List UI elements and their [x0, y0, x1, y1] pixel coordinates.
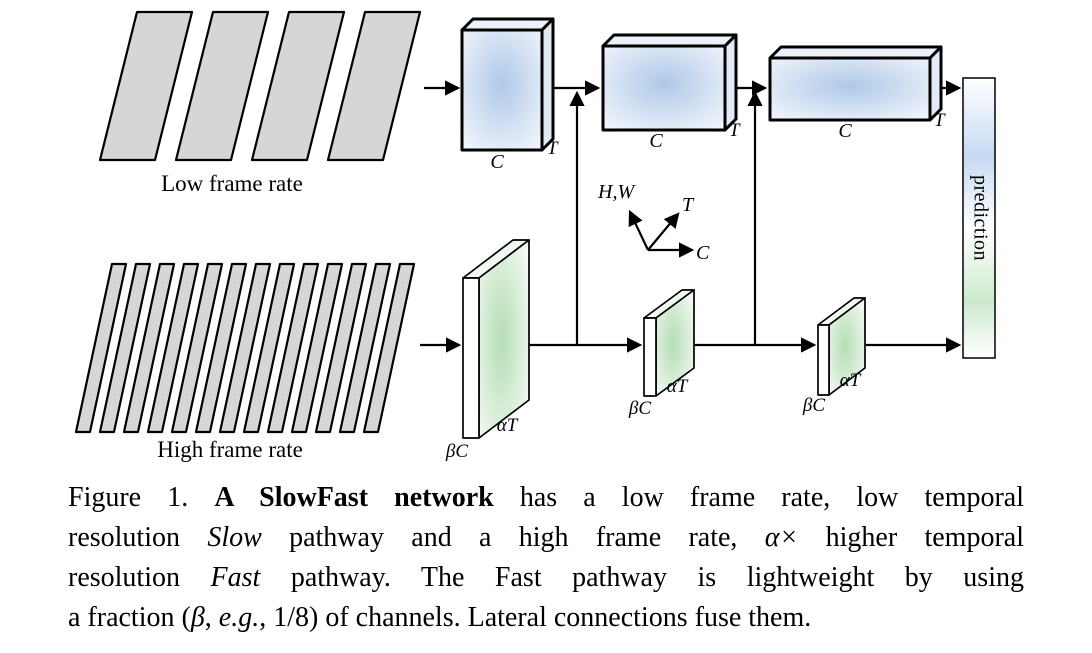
- caption-text: ,: [204, 602, 219, 633]
- video-frame: [218, 262, 272, 434]
- prediction-rect: [962, 77, 996, 359]
- caption-text-italic: β: [190, 602, 205, 633]
- caption-text-bold: A SlowFast network: [214, 482, 494, 513]
- caption-text: resolution: [68, 562, 211, 593]
- slow-pathway-frames: Low frame rate: [98, 10, 422, 196]
- video-frame: [174, 10, 270, 162]
- video-frame: [290, 262, 344, 434]
- video-frame: [250, 10, 346, 162]
- block-front-face: [768, 56, 932, 122]
- video-frame: [326, 10, 422, 162]
- caption-text: pathway. The Fast pathway is lightweight…: [260, 562, 1024, 593]
- block-top-face: [601, 33, 738, 48]
- video-frame: [242, 262, 296, 434]
- time-label: T: [729, 120, 741, 141]
- time-label: αT: [667, 376, 689, 397]
- block-front-face: [460, 28, 544, 152]
- caption-line-4: a fraction (β, e.g., 1/8) of channels. L…: [68, 598, 1024, 638]
- channel-label: C: [490, 151, 504, 173]
- channel-label: βC: [802, 395, 825, 416]
- video-frame: [314, 262, 368, 434]
- caption-text-italic: α×: [764, 522, 799, 553]
- block-front-face: [817, 324, 830, 396]
- caption-text: a fraction (: [68, 602, 191, 633]
- time-label: αT: [497, 415, 519, 436]
- caption-text-italic: e.g.: [218, 602, 260, 633]
- slowfast-diagram: Low frame rate High frame rate: [74, 10, 996, 462]
- caption-text: higher temporal: [798, 522, 1024, 553]
- channel-label: C: [649, 130, 663, 152]
- video-frame: [74, 262, 128, 434]
- axis-spatial-label: H,W: [597, 181, 636, 203]
- caption-line-3: resolution Fast pathway. The Fast pathwa…: [68, 558, 1024, 598]
- video-frame: [146, 262, 200, 434]
- fast-block-1: βC αT: [445, 239, 530, 462]
- slow-block-3: C T: [768, 45, 946, 142]
- high-frame-rate-label: High frame rate: [157, 437, 303, 462]
- video-frame: [122, 262, 176, 434]
- caption-line-1: Figure 1. A SlowFast network has a low f…: [68, 478, 1024, 518]
- prediction-label: prediction: [969, 175, 991, 261]
- video-frame: [170, 262, 224, 434]
- video-frame: [338, 262, 392, 434]
- slow-block-2: C T: [601, 33, 741, 152]
- fast-block-2: βC αT: [628, 289, 695, 419]
- fast-pathway-frames: High frame rate: [74, 262, 416, 462]
- block-front-face: [462, 277, 480, 439]
- axis-temporal-label: T: [682, 194, 695, 216]
- caption-text: Figure 1.: [68, 482, 215, 513]
- fast-block-3: βC αT: [802, 297, 866, 416]
- time-label: T: [934, 110, 946, 131]
- caption-text-italic: Fast: [210, 562, 261, 593]
- time-label: T: [547, 138, 559, 159]
- axis-spatial-arrow: [628, 209, 649, 251]
- block-side-face: [723, 33, 738, 132]
- caption-text: has a low frame rate, low temporal: [493, 482, 1025, 513]
- video-frame: [194, 262, 248, 434]
- axis-channel-label: C: [696, 242, 710, 264]
- slow-block-1: C T: [460, 17, 559, 173]
- block-front-face: [601, 44, 727, 132]
- video-frame: [362, 262, 416, 434]
- block-top-face: [768, 45, 943, 60]
- figure-caption: Figure 1. A SlowFast network has a low f…: [68, 478, 1024, 638]
- channel-label: βC: [445, 441, 468, 462]
- channel-label: βC: [628, 398, 651, 419]
- video-frame: [266, 262, 320, 434]
- block-front-face: [643, 317, 657, 397]
- video-frame: [98, 10, 194, 162]
- caption-text: pathway and a high frame rate,: [261, 522, 765, 553]
- axis-temporal-arrow: [647, 212, 680, 251]
- block-side-face: [540, 17, 555, 152]
- axes-gizmo: H,W T C: [597, 181, 710, 264]
- video-frame: [98, 262, 152, 434]
- caption-text: , 1/8) of channels. Lateral connections …: [259, 602, 812, 633]
- low-frame-rate-label: Low frame rate: [161, 171, 303, 196]
- block-top-face: [460, 17, 555, 32]
- caption-text: resolution: [68, 522, 208, 553]
- prediction-bar: prediction: [962, 77, 996, 359]
- caption-text-italic: Slow: [207, 522, 262, 553]
- channel-label: C: [838, 120, 852, 142]
- time-label: αT: [840, 370, 862, 391]
- pathway-arrows: [420, 80, 962, 353]
- caption-line-2: resolution Slow pathway and a high frame…: [68, 518, 1024, 558]
